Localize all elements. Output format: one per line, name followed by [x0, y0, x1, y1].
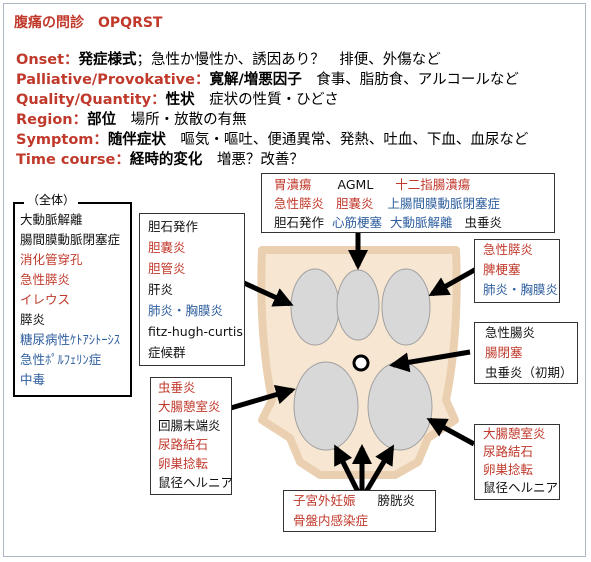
list-item: 急性膵炎 — [274, 196, 325, 211]
opqrst-timecourse: Time course：経時的変化 増悪？改善？ — [16, 152, 304, 168]
list-item: 大腸憩室炎 — [483, 426, 546, 441]
list-item: 肺炎・胸膜炎 — [148, 303, 224, 318]
whole-abdomen-box: 大動脈解離 腸間膜動脈閉塞症 消化管穿孔 急性膵炎 イレウス 膵炎 糖尿病性ｹﾄ… — [13, 202, 132, 397]
epigastric-row-1: 胃潰瘍 AGML 十二指腸潰瘍 — [274, 175, 554, 194]
list-item: fitz-hugh-curtis — [148, 324, 243, 339]
list-item: 脾梗塞 — [483, 262, 521, 277]
list-item: 虫垂炎 — [464, 215, 503, 230]
list-item: 膀胱炎 — [377, 493, 416, 508]
list-item: 急性膵炎 — [483, 242, 534, 257]
list-item: 虫垂炎（初期） — [485, 365, 573, 380]
suprapubic-row-2: 骨盤内感染症 — [293, 511, 435, 531]
llq-box: 大腸憩室炎 尿路結石 卵巣捻転 鼠径ヘルニア — [474, 424, 560, 500]
epigastric-box: 胃潰瘍 AGML 十二指腸潰瘍 急性膵炎 胆嚢炎 上腸間膜動脈閉塞症 胆石発作 … — [261, 173, 555, 233]
opqrst-palliative: Palliative/Provokative：寛解/増悪因子 食事、脂肪食、アル… — [16, 72, 519, 88]
list-item: 卵巣捻転 — [158, 456, 209, 471]
ruq-box: 胆石発作 胆嚢炎 胆管炎 肝炎 肺炎・胸膜炎 fitz-hugh-curtis … — [139, 213, 245, 366]
suprapubic-box: 子宮外妊娠 膀胱炎 骨盤内感染症 — [283, 490, 436, 532]
list-item: 虫垂炎 — [158, 380, 196, 395]
list-item: 胃潰瘍 — [274, 177, 312, 192]
list-item: 子宮外妊娠 — [293, 493, 356, 508]
opqrst-symptom: Symptom：随伴症状 嘔気・嘔吐、便通異常、発熱、吐血、下血、血尿など — [16, 132, 529, 148]
outer-frame — [3, 3, 586, 557]
list-item: 尿路結石 — [158, 437, 209, 452]
list-item: イレウス — [20, 292, 71, 307]
periumbilical-box: 急性腸炎 腸閉塞 虫垂炎（初期） — [474, 322, 578, 384]
list-item: 胆管炎 — [148, 261, 186, 276]
whole-abdomen-label: （全体） — [24, 193, 79, 207]
arrow-mid — [389, 349, 471, 373]
epigastric-row-3: 胆石発作 心筋梗塞 大動脈解離 虫垂炎 — [274, 213, 554, 232]
oval-epigastric — [336, 269, 380, 341]
arrow-llq — [426, 417, 476, 447]
oval-ruq — [290, 268, 340, 346]
list-item: 十二指腸潰瘍 — [395, 177, 471, 192]
suprapubic-row-1: 子宮外妊娠 膀胱炎 — [293, 491, 435, 511]
list-item: 上腸間膜動脈閉塞症 — [387, 196, 501, 211]
list-item: 中毒 — [20, 372, 46, 387]
list-item: 大動脈解離 — [390, 215, 453, 230]
list-item: 回腸末端炎 — [158, 418, 221, 433]
list-item: 胆石発作 — [148, 219, 199, 234]
list-item: 骨盤内感染症 — [293, 513, 369, 528]
quadrant-ovals — [290, 268, 433, 451]
luq-box: 急性膵炎 脾梗塞 肺炎・胸膜炎 — [474, 239, 560, 303]
page-title: 腹痛の問診 OPQRST — [14, 12, 162, 32]
oval-luq — [381, 268, 431, 346]
title-sub: OPQRST — [98, 15, 163, 31]
opqrst-onset: Onset：発症様式；急性か慢性か、誘因あり？ 排便、外傷など — [16, 52, 441, 68]
list-item: 消化管穿孔 — [20, 252, 83, 267]
opqrst-quality: Quality/Quantity：性状 症状の性質・ひどさ — [16, 92, 339, 108]
arrow-bottom-3 — [363, 444, 395, 494]
umbilicus-icon — [352, 354, 370, 372]
list-item: 急性膵炎 — [20, 272, 71, 287]
arrow-ruq — [242, 280, 294, 307]
list-item: 腸間膜動脈閉塞症 — [20, 232, 121, 247]
title-main: 腹痛の問診 — [14, 15, 84, 31]
list-item: 卵巣捻転 — [483, 462, 534, 477]
list-item: 尿路結石 — [483, 444, 534, 459]
rlq-box: 虫垂炎 大腸憩室炎 回腸末端炎 尿路結石 卵巣捻転 鼠径ヘルニア — [150, 377, 234, 495]
list-item: 肺炎・胸膜炎 — [483, 282, 559, 297]
list-item: 急性ﾎﾟﾙﾌｪﾘﾝ症 — [20, 352, 102, 367]
list-item: 肝炎 — [148, 282, 174, 297]
list-item: 大腸憩室炎 — [158, 399, 221, 414]
list-item: 胆嚢炎 — [336, 196, 374, 211]
opqrst-region: Region：部位 場所・放散の有無 — [16, 112, 247, 128]
pointer-arrows — [223, 232, 480, 494]
list-item: 症候群 — [148, 345, 186, 360]
list-item: 腸閉塞 — [485, 345, 523, 360]
list-item: 膵炎 — [20, 312, 46, 327]
arrow-rlq — [223, 384, 296, 413]
oval-rlq — [293, 361, 359, 451]
arrow-bottom-1 — [333, 444, 361, 494]
list-item: 鼠径ヘルニア — [158, 475, 234, 490]
list-item: 鼠径ヘルニア — [483, 480, 559, 495]
oval-llq — [367, 361, 433, 451]
list-item: AGML — [337, 177, 374, 192]
list-item: 心筋梗塞 — [332, 215, 383, 230]
list-item: 胆石発作 — [274, 215, 325, 230]
list-item: 糖尿病性ｹﾄｱｼﾄｰｼｽ — [20, 332, 121, 347]
list-item: 急性腸炎 — [485, 325, 536, 340]
list-item: 胆嚢炎 — [148, 240, 186, 255]
list-item: 大動脈解離 — [20, 212, 83, 227]
arrow-luq — [428, 265, 480, 297]
epigastric-row-2: 急性膵炎 胆嚢炎 上腸間膜動脈閉塞症 — [274, 194, 554, 213]
